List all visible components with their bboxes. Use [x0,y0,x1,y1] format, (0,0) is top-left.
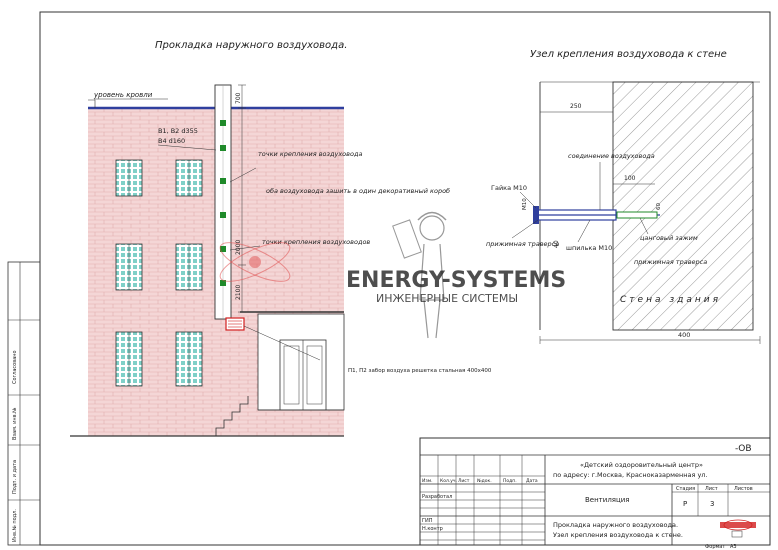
watermark-brand: ENERGY-SYSTEMS [346,268,566,293]
engineer-figure-icon [392,211,447,339]
company-logo-icon [720,519,756,538]
hdr-doc: №док. [477,478,492,484]
decor-box-label: оба воздуховода зашить в один декоративн… [266,187,450,195]
wall-label: Стена здания [620,295,721,305]
dim-60: 60 [656,203,662,210]
gip-label: ГИП [422,518,433,524]
sheet-title-2: Узел крепления воздуховода к стене. [553,531,683,539]
left-title: Прокладка наружного воздуховода. [155,40,347,51]
right-dimensions: 250 100 400 40 М10 60 [522,103,761,344]
dim-400: 400 [678,331,690,339]
project-line-2: по адресу: г.Москва, Краснока­зарменная … [553,471,708,479]
stamp-replace: Взам. инв.№ [12,407,18,440]
dim-2000: 2000 [235,240,242,255]
right-annotations: соединение воздуховода Гайка М10 шпилька… [486,152,721,305]
vertical-duct [214,84,245,331]
stairs [215,396,249,436]
mount-point [220,280,226,286]
section-name: Вентиляция [585,496,630,504]
ducts-spec-1: В1, В2 d355 [158,127,198,135]
hdr-date: Дата [526,478,538,484]
format-label: Формат [705,544,725,550]
mount-point [220,120,226,126]
sheet-title-1: Прокладка наружного воздуховода. [553,521,678,529]
mount-points-label-2: точки крепления воздуховодов [262,238,370,246]
stud-label: шпилька М10 [566,244,612,252]
windows [115,159,203,387]
ducts-spec-2: В4 d160 [158,137,185,145]
dim-250: 250 [570,103,582,110]
nkontr-label: Н.контр [422,526,443,532]
mount-point [220,246,226,252]
right-title: Узел крепления воздуховода к стене [530,49,727,60]
dim-m10: М10 [522,198,528,210]
grille-note: П1, П2 забор воздуха решетка стальная 40… [348,368,492,374]
hdr-izm: Изм. [422,478,433,484]
stamp-agreed: Согласовано [12,350,18,384]
collet-anchor [616,211,658,219]
title-block: -ОВ «Детский оздоровительный центр» по а… [419,437,771,546]
dim-40: 40 [553,240,560,248]
mount-point [220,145,226,151]
left-annotations: уровень кровли В1, В2 d355 В4 d160 точки… [93,91,492,374]
roof-level-label: уровень кровли [93,91,153,99]
nut-m10 [533,206,539,224]
stamp-sign-date: Подп. и дата [12,460,18,494]
format-value: А3 [730,544,737,550]
collet-label: цанговый зажим [640,234,698,242]
dim-2100: 2100 [235,285,242,300]
clamp-right-label: прижимная траверса [634,258,707,266]
clamp-left-label: прижимная траверса [486,240,559,248]
hdr-kol: Кол.уч. [440,478,457,484]
mount-point [220,178,226,184]
hdr-podp: Подп. [503,478,517,484]
watermark: ENERGY-SYSTEMS ИНЖЕНЕРНЫЕ СИСТЕМЫ [219,211,566,339]
sheets-label: Листов [734,486,753,492]
watermark-subtitle: ИНЖЕНЕРНЫЕ СИСТЕМЫ [376,292,518,305]
sheet-value: 3 [710,500,714,508]
mount-point [220,212,226,218]
nut-label: Гайка М10 [491,184,527,192]
duct-dimensions: 700 2000 2100 [235,84,246,313]
project-line-1: «Детский оздоровительный центр» [580,461,703,469]
stage-value: Р [683,500,687,508]
hdr-list: Лист [458,478,470,484]
connection-label: соединение воздуховода [568,152,655,160]
dim-700: 700 [235,92,242,104]
sheet-label: Лист [705,486,718,492]
stage-label: Стадия [676,486,695,492]
stamp-inv: Инв.№ подл. [12,509,18,542]
developed-label: Разработал [422,494,452,500]
side-stamp: Согласовано Взам. инв.№ Подп. и дата Инв… [7,261,41,546]
wall-section [533,81,760,331]
dim-100: 100 [624,175,636,182]
doc-code: -ОВ [735,444,752,454]
mount-points-label: точки крепления воздуховода [258,150,362,158]
